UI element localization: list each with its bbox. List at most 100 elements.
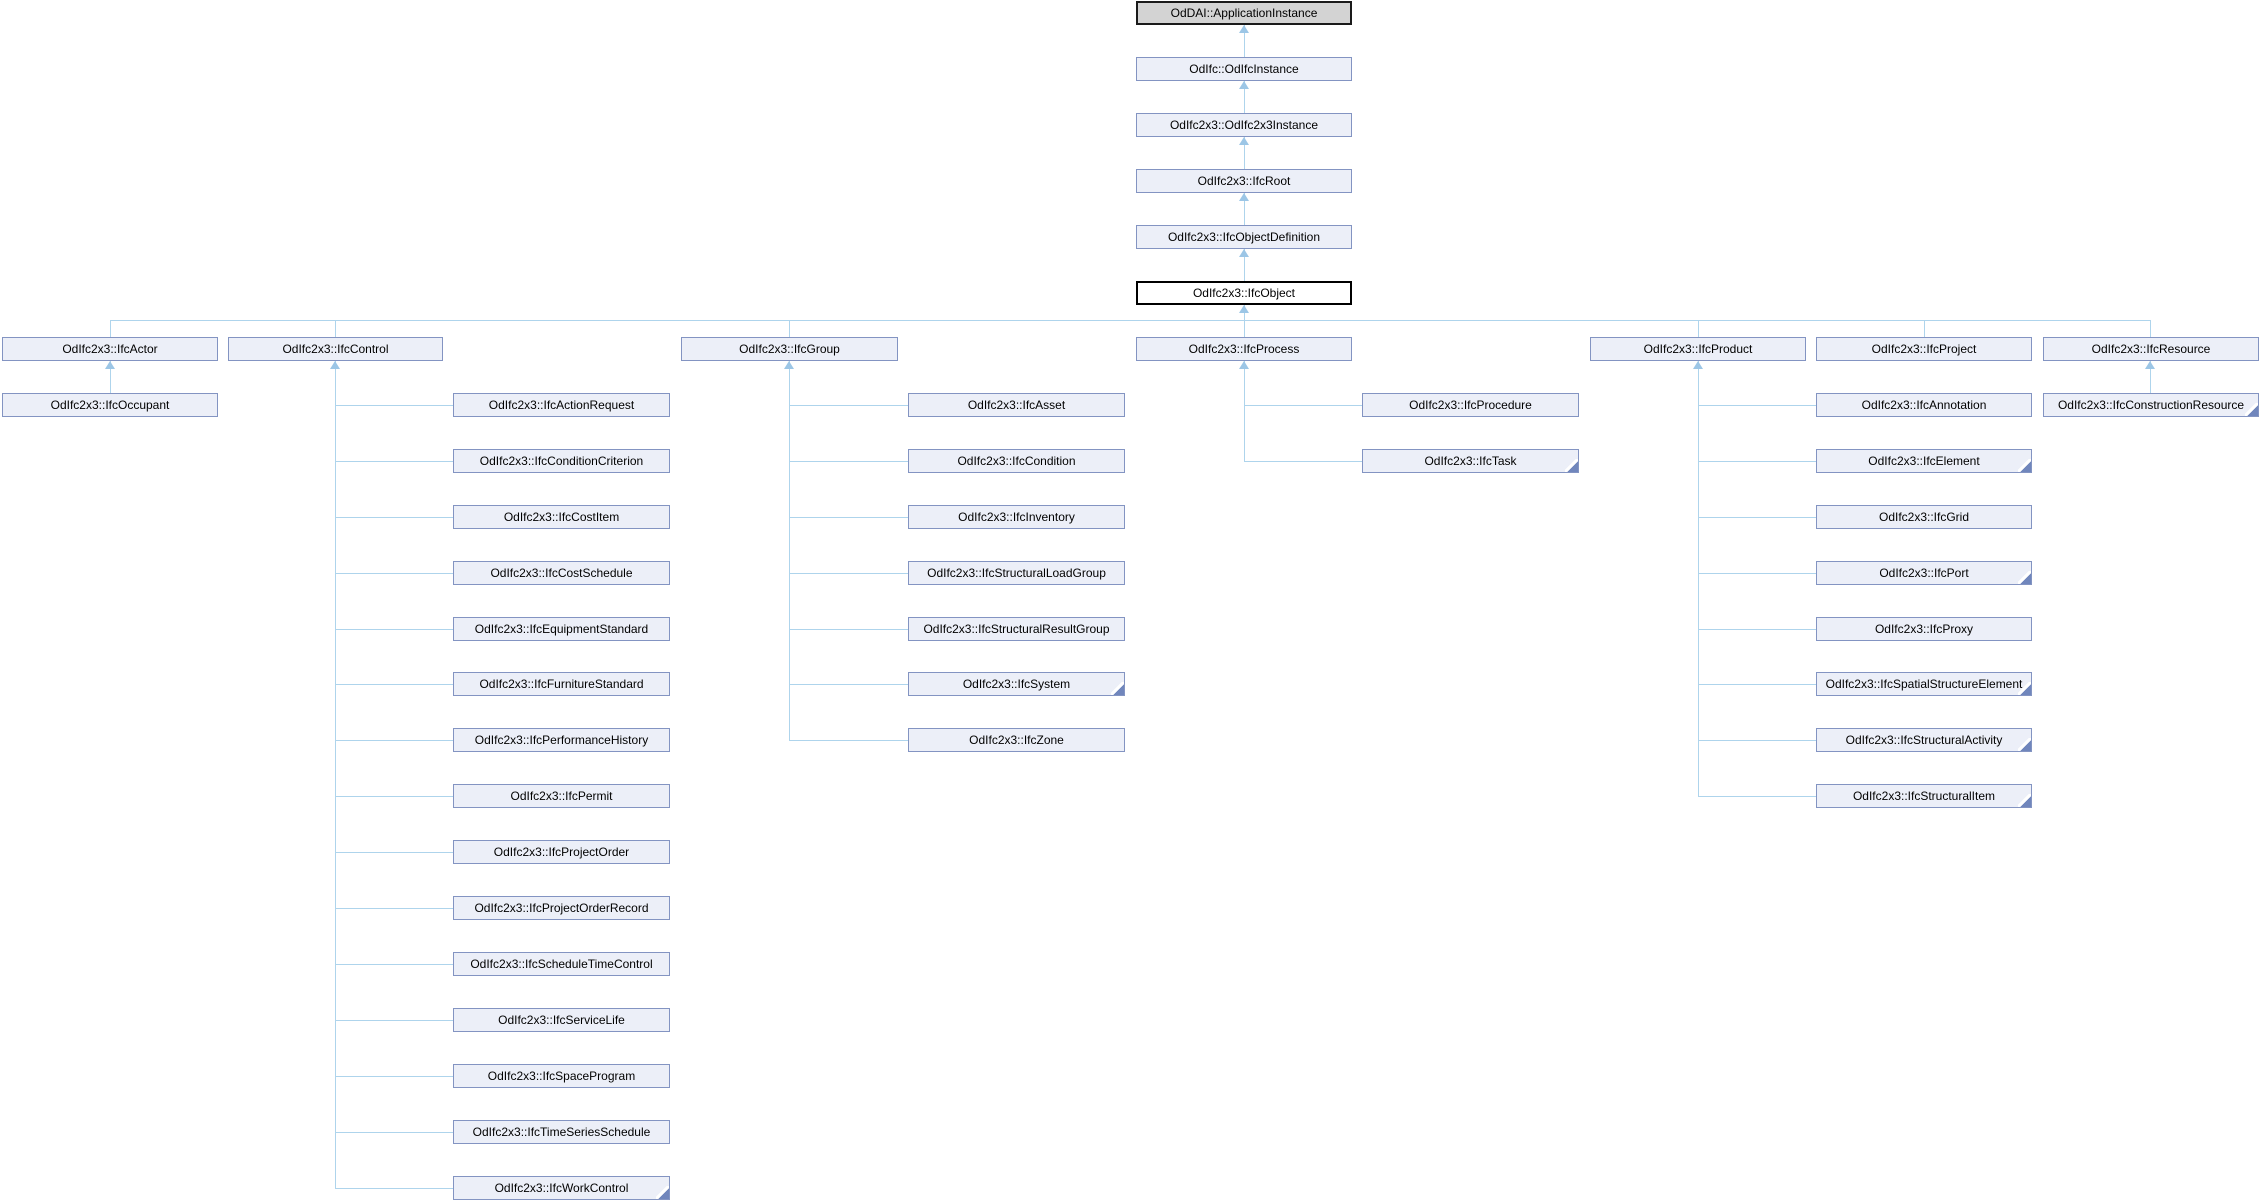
class-node-ifc-condition[interactable]: OdIfc2x3::IfcCondition: [908, 449, 1125, 473]
class-node-label: OdIfc2x3::IfcWorkControl: [494, 1181, 629, 1195]
class-node-ifc-action-request[interactable]: OdIfc2x3::IfcActionRequest: [453, 393, 670, 417]
class-node-ifc-structural-item[interactable]: OdIfc2x3::IfcStructuralItem: [1816, 784, 2032, 808]
class-node-ifc-cost-item[interactable]: OdIfc2x3::IfcCostItem: [453, 505, 670, 529]
inheritance-edge: [1698, 796, 1816, 797]
class-node-ifc-construction-resource[interactable]: OdIfc2x3::IfcConstructionResource: [2043, 393, 2259, 417]
class-node-label: OdDAI::ApplicationInstance: [1170, 6, 1318, 20]
class-node-label: OdIfc2x3::IfcStructuralItem: [1852, 789, 1996, 803]
class-node-ifc-annotation[interactable]: OdIfc2x3::IfcAnnotation: [1816, 393, 2032, 417]
inheritance-edge: [1698, 740, 1816, 741]
class-node-label: OdIfc2x3::IfcPerformanceHistory: [474, 733, 649, 747]
inheritance-arrowhead-icon: [1239, 25, 1249, 33]
inheritance-edge: [1244, 25, 1245, 57]
class-node-label: OdIfc2x3::IfcGroup: [739, 342, 840, 356]
class-node-ifc-condition-criterion[interactable]: OdIfc2x3::IfcConditionCriterion: [453, 449, 670, 473]
class-node-ifc-task[interactable]: OdIfc2x3::IfcTask: [1362, 449, 1579, 473]
class-node-ifc-control[interactable]: OdIfc2x3::IfcControl: [228, 337, 443, 361]
class-node-ifc-procedure[interactable]: OdIfc2x3::IfcProcedure: [1362, 393, 1579, 417]
class-node-ifc-cost-schedule[interactable]: OdIfc2x3::IfcCostSchedule: [453, 561, 670, 585]
class-node-ifc-structural-load-group[interactable]: OdIfc2x3::IfcStructuralLoadGroup: [908, 561, 1125, 585]
class-node-label: OdIfc2x3::IfcOccupant: [50, 398, 170, 412]
class-node-ifc-time-series-schedule[interactable]: OdIfc2x3::IfcTimeSeriesSchedule: [453, 1120, 670, 1144]
inheritance-edge: [335, 796, 453, 797]
inheritance-arrowhead-icon: [1239, 137, 1249, 145]
class-node-ifc-furniture-standard[interactable]: OdIfc2x3::IfcFurnitureStandard: [453, 672, 670, 696]
class-node-ifc-root[interactable]: OdIfc2x3::IfcRoot: [1136, 169, 1352, 193]
inheritance-arrowhead-icon: [1239, 305, 1249, 313]
class-node-ifc-space-program[interactable]: OdIfc2x3::IfcSpaceProgram: [453, 1064, 670, 1088]
class-node-label: OdIfc2x3::IfcServiceLife: [498, 1013, 625, 1027]
inheritance-edge: [1244, 405, 1362, 406]
inheritance-edge: [335, 1076, 453, 1077]
class-node-label: OdIfc2x3::IfcPermit: [510, 789, 613, 803]
inheritance-edge: [110, 320, 111, 337]
inheritance-edge: [1244, 81, 1245, 113]
truncated-corner-icon: [656, 1186, 669, 1199]
inheritance-edge: [335, 405, 453, 406]
class-node-application-instance[interactable]: OdDAI::ApplicationInstance: [1136, 1, 1352, 25]
truncated-corner-icon: [2018, 682, 2031, 695]
class-node-label: OdIfc2x3::IfcStructuralResultGroup: [923, 622, 1110, 636]
class-node-label: OdIfc2x3::IfcProcess: [1188, 342, 1300, 356]
inheritance-edge: [2150, 361, 2151, 393]
class-node-ifc-object-definition[interactable]: OdIfc2x3::IfcObjectDefinition: [1136, 225, 1352, 249]
inheritance-edge: [335, 908, 453, 909]
inheritance-arrowhead-icon: [1693, 361, 1703, 369]
inheritance-edge: [1698, 629, 1816, 630]
class-node-ifc-zone[interactable]: OdIfc2x3::IfcZone: [908, 728, 1125, 752]
class-node-ifc-actor[interactable]: OdIfc2x3::IfcActor: [2, 337, 218, 361]
inheritance-edge: [1698, 684, 1816, 685]
class-node-label: OdIfc2x3::IfcPort: [1879, 566, 1969, 580]
truncated-corner-icon: [2018, 738, 2031, 751]
class-node-ifc-work-control[interactable]: OdIfc2x3::IfcWorkControl: [453, 1176, 670, 1200]
class-node-ifc-project[interactable]: OdIfc2x3::IfcProject: [1816, 337, 2032, 361]
class-node-odifc-instance[interactable]: OdIfc::OdIfcInstance: [1136, 57, 1352, 81]
class-node-ifc-project-order-record[interactable]: OdIfc2x3::IfcProjectOrderRecord: [453, 896, 670, 920]
class-node-ifc-spatial-structure-element[interactable]: OdIfc2x3::IfcSpatialStructureElement: [1816, 672, 2032, 696]
inheritance-edge: [335, 852, 453, 853]
class-node-ifc-service-life[interactable]: OdIfc2x3::IfcServiceLife: [453, 1008, 670, 1032]
inheritance-edge: [335, 1132, 453, 1133]
class-node-label: OdIfc2x3::OdIfc2x3Instance: [1169, 118, 1319, 132]
class-node-label: OdIfc2x3::IfcElement: [1868, 454, 1980, 468]
class-node-ifc-equipment-standard[interactable]: OdIfc2x3::IfcEquipmentStandard: [453, 617, 670, 641]
class-node-ifc-inventory[interactable]: OdIfc2x3::IfcInventory: [908, 505, 1125, 529]
class-node-label: OdIfc2x3::IfcProjectOrderRecord: [474, 901, 649, 915]
class-node-ifc-system[interactable]: OdIfc2x3::IfcSystem: [908, 672, 1125, 696]
class-node-ifc-product[interactable]: OdIfc2x3::IfcProduct: [1590, 337, 1806, 361]
inheritance-edge: [1698, 517, 1816, 518]
class-node-ifc-object[interactable]: OdIfc2x3::IfcObject: [1136, 281, 1352, 305]
inheritance-edge: [789, 320, 790, 337]
inheritance-edge: [1698, 461, 1816, 462]
class-node-ifc-asset[interactable]: OdIfc2x3::IfcAsset: [908, 393, 1125, 417]
class-node-ifc-permit[interactable]: OdIfc2x3::IfcPermit: [453, 784, 670, 808]
class-node-label: OdIfc2x3::IfcActor: [62, 342, 158, 356]
inheritance-edge: [1244, 193, 1245, 225]
class-node-ifc-resource[interactable]: OdIfc2x3::IfcResource: [2043, 337, 2259, 361]
class-node-label: OdIfc2x3::IfcScheduleTimeControl: [470, 957, 653, 971]
class-node-ifc-grid[interactable]: OdIfc2x3::IfcGrid: [1816, 505, 2032, 529]
class-node-ifc-occupant[interactable]: OdIfc2x3::IfcOccupant: [2, 393, 218, 417]
inheritance-edge: [110, 361, 111, 393]
class-node-ifc-port[interactable]: OdIfc2x3::IfcPort: [1816, 561, 2032, 585]
class-node-label: OdIfc2x3::IfcProcedure: [1409, 398, 1532, 412]
inheritance-edge: [1244, 305, 1245, 337]
class-node-ifc-structural-activity[interactable]: OdIfc2x3::IfcStructuralActivity: [1816, 728, 2032, 752]
class-node-ifc-group[interactable]: OdIfc2x3::IfcGroup: [681, 337, 898, 361]
class-node-ifc-structural-result-group[interactable]: OdIfc2x3::IfcStructuralResultGroup: [908, 617, 1125, 641]
class-node-ifc-proxy[interactable]: OdIfc2x3::IfcProxy: [1816, 617, 2032, 641]
class-node-ifc-element[interactable]: OdIfc2x3::IfcElement: [1816, 449, 2032, 473]
class-node-ifc-schedule-time-control[interactable]: OdIfc2x3::IfcScheduleTimeControl: [453, 952, 670, 976]
class-node-ifc-performance-history[interactable]: OdIfc2x3::IfcPerformanceHistory: [453, 728, 670, 752]
class-node-ifc-project-order[interactable]: OdIfc2x3::IfcProjectOrder: [453, 840, 670, 864]
class-node-odifc2x3-instance[interactable]: OdIfc2x3::OdIfc2x3Instance: [1136, 113, 1352, 137]
class-node-ifc-process[interactable]: OdIfc2x3::IfcProcess: [1136, 337, 1352, 361]
class-node-label: OdIfc2x3::IfcObjectDefinition: [1167, 230, 1321, 244]
inheritance-edge: [335, 517, 453, 518]
inheritance-edge: [335, 1188, 453, 1189]
class-node-label: OdIfc2x3::IfcTimeSeriesSchedule: [472, 1125, 651, 1139]
truncated-corner-icon: [2018, 571, 2031, 584]
class-node-label: OdIfc2x3::IfcRoot: [1197, 174, 1291, 188]
class-node-label: OdIfc2x3::IfcCondition: [957, 454, 1076, 468]
inheritance-arrowhead-icon: [1239, 193, 1249, 201]
